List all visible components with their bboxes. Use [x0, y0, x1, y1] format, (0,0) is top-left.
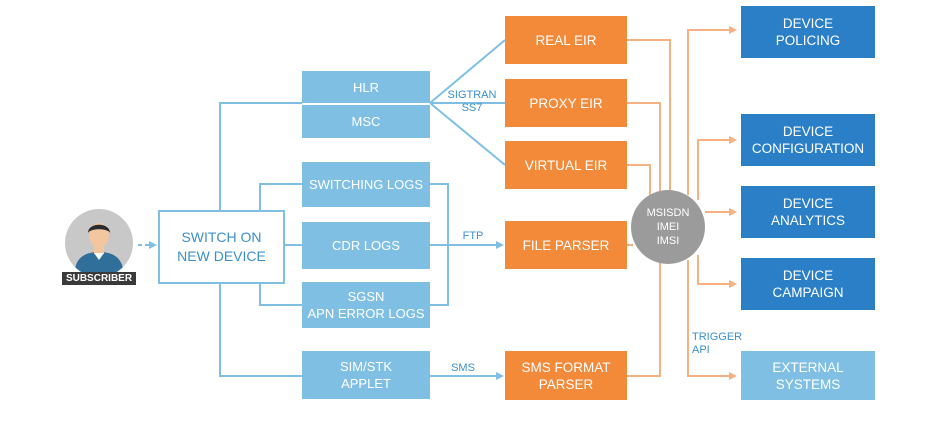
real-eir-to-hub-line: [627, 39, 671, 195]
virtual-eir-box: VIRTUAL EIR: [505, 141, 627, 189]
switch-to-sim-line: [219, 284, 302, 377]
switch-to-hlr-line: [219, 102, 302, 210]
device-configuration-box: DEVICE CONFIGURATION: [741, 114, 875, 166]
sim-stk-applet-box: SIM/STK APPLET: [302, 351, 430, 399]
hlr-box: HLR: [302, 71, 430, 103]
cdr-logs-box: CDR LOGS: [302, 222, 430, 269]
sms-parser-to-hub-line: [627, 260, 661, 377]
virtual-eir-to-hub-line: [627, 164, 651, 200]
proxy-eir-to-hub-line: [627, 102, 661, 195]
msc-box: MSC: [302, 105, 430, 138]
trigger-api-label: TRIGGER API: [692, 331, 743, 356]
hub-to-policing-arrow: [687, 26, 737, 195]
hub-to-external-arrow: [687, 260, 737, 380]
sgsn-apn-error-logs-box: SGSN APN ERROR LOGS: [302, 282, 430, 328]
device-analytics-box: DEVICE ANALYTICS: [741, 186, 875, 238]
msc-to-virtual-eir-line: [429, 102, 506, 166]
external-systems-box: EXTERNAL SYSTEMS: [741, 351, 875, 400]
subscriber-label: SUBSCRIBER: [62, 272, 136, 285]
sigtran-ss7-label: SIGTRAN SS7: [447, 89, 497, 114]
device-policing-box: DEVICE POLICING: [741, 6, 875, 58]
subscriber-avatar-icon: [65, 209, 133, 277]
hub-to-configuration-arrow: [697, 136, 737, 200]
real-eir-box: REAL EIR: [505, 16, 627, 64]
device-campaign-box: DEVICE CAMPAIGN: [741, 258, 875, 310]
msisdn-imei-imsi-hub: MSISDN IMEI IMSI: [631, 190, 705, 264]
hub-to-campaign-arrow: [697, 255, 737, 288]
proxy-eir-box: PROXY EIR: [505, 79, 627, 127]
sms-label: SMS: [451, 362, 475, 374]
ftp-label: FTP: [462, 230, 484, 242]
msc-to-real-eir-line: [429, 39, 506, 104]
file-parser-box: FILE PARSER: [505, 221, 627, 269]
switch-on-new-device-box: SWITCH ON NEW DEVICE: [158, 210, 285, 284]
switching-logs-box: SWITCHING LOGS: [302, 162, 430, 207]
sms-format-parser-box: SMS FORMAT PARSER: [505, 351, 627, 400]
